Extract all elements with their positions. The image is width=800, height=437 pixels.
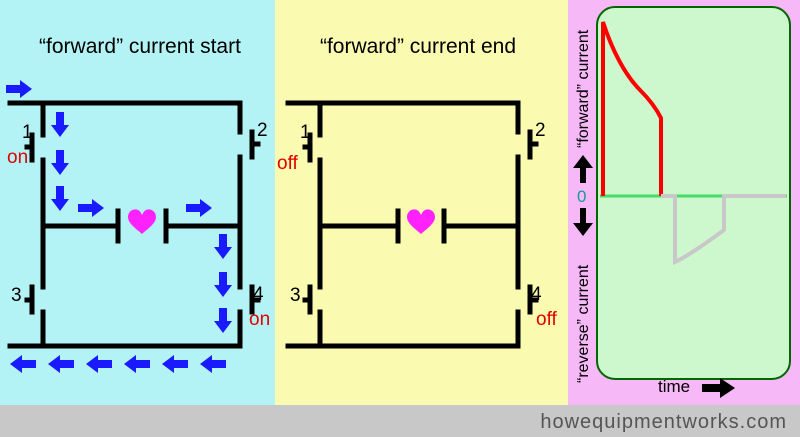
switch-4-label-start: 4 [253, 284, 264, 305]
footer-bar [0, 405, 800, 437]
switch-3-label-end: 3 [290, 285, 301, 306]
panel-left-bg [0, 0, 275, 405]
switch-3-label-start: 3 [11, 285, 22, 306]
current-graph [596, 6, 791, 380]
switch-1-label-end: 1 [300, 122, 311, 143]
arrow-right-icon [702, 378, 735, 398]
forward-current-trace [601, 21, 663, 196]
x-axis-label: time [658, 377, 690, 396]
switch-1-state-start: on [7, 147, 28, 168]
title-start: “forward” current start [39, 35, 241, 58]
switch-1-label-start: 1 [22, 122, 33, 143]
switch-4-label-end: 4 [531, 284, 542, 305]
arrow-up-icon [573, 155, 593, 183]
circuit-end [285, 100, 539, 349]
reverse-current-trace [661, 194, 786, 266]
switch-4-state-start: on [249, 309, 270, 330]
circuit-start [7, 100, 261, 349]
title-end: “forward” current end [320, 35, 516, 58]
switch-2-label-start: 2 [257, 120, 268, 141]
zero-label: 0 [577, 187, 586, 206]
y-axis-label-forward: “forward” current [575, 29, 592, 148]
arrow-down-icon [573, 208, 593, 236]
switch-4-state-end: off [536, 309, 558, 330]
switch-2-label-end: 2 [535, 120, 546, 141]
switch-1-state-end: off [277, 153, 299, 174]
y-axis-label-reverse: “reverse” current [575, 264, 592, 383]
footer-site: howequipmentworks.com [540, 411, 787, 433]
